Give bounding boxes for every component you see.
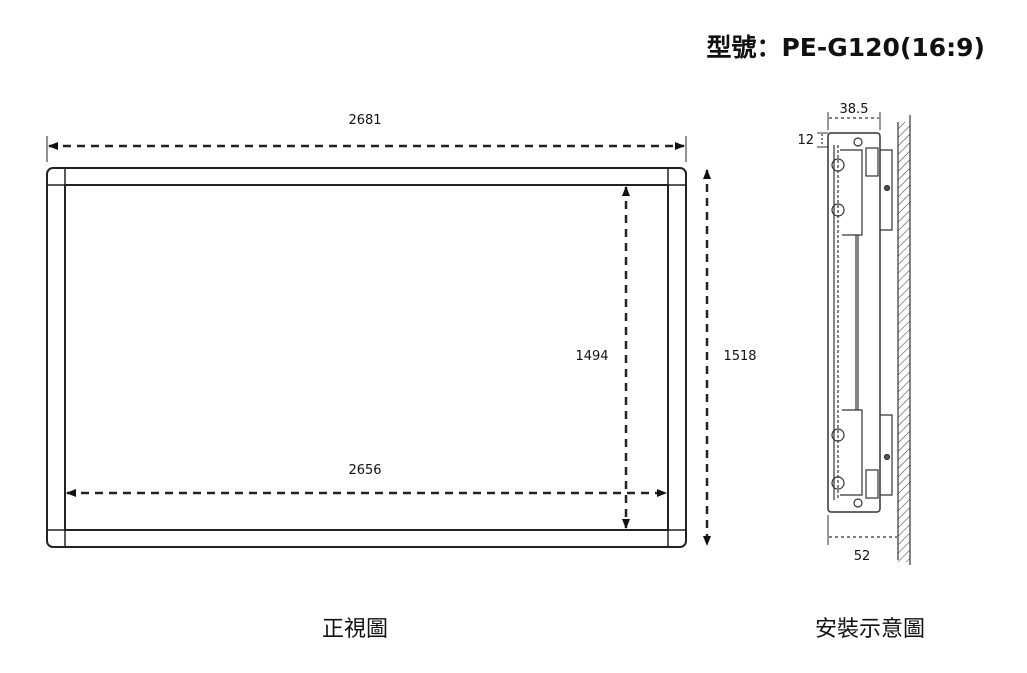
label-total-depth: 52 xyxy=(854,549,871,564)
wall-brackets xyxy=(865,147,893,499)
model-title: 型號：PE-G120(16:9) xyxy=(706,33,985,62)
inner-panel xyxy=(64,184,669,531)
side-frame xyxy=(827,132,881,513)
clip-icons xyxy=(831,137,863,508)
side-view xyxy=(817,112,911,565)
label-frame-depth: 38.5 xyxy=(840,102,869,117)
outer-frame xyxy=(46,167,687,548)
extension-lines xyxy=(46,136,687,162)
screw-icons xyxy=(883,184,891,461)
label-lip: 12 xyxy=(797,133,814,148)
wall-hatching xyxy=(898,122,910,562)
label-outer-width: 2681 xyxy=(348,113,381,128)
frame-internals xyxy=(833,145,863,500)
label-inner-width: 2656 xyxy=(348,463,381,478)
label-outer-height: 1518 xyxy=(723,349,756,364)
front-view xyxy=(46,136,711,548)
frame-corner-joints xyxy=(47,168,686,547)
label-inner-height: 1494 xyxy=(575,349,608,364)
side-view-caption: 安裝示意圖 xyxy=(815,617,925,642)
side-extension-lines xyxy=(817,112,881,545)
front-view-caption: 正視圖 xyxy=(322,617,388,642)
